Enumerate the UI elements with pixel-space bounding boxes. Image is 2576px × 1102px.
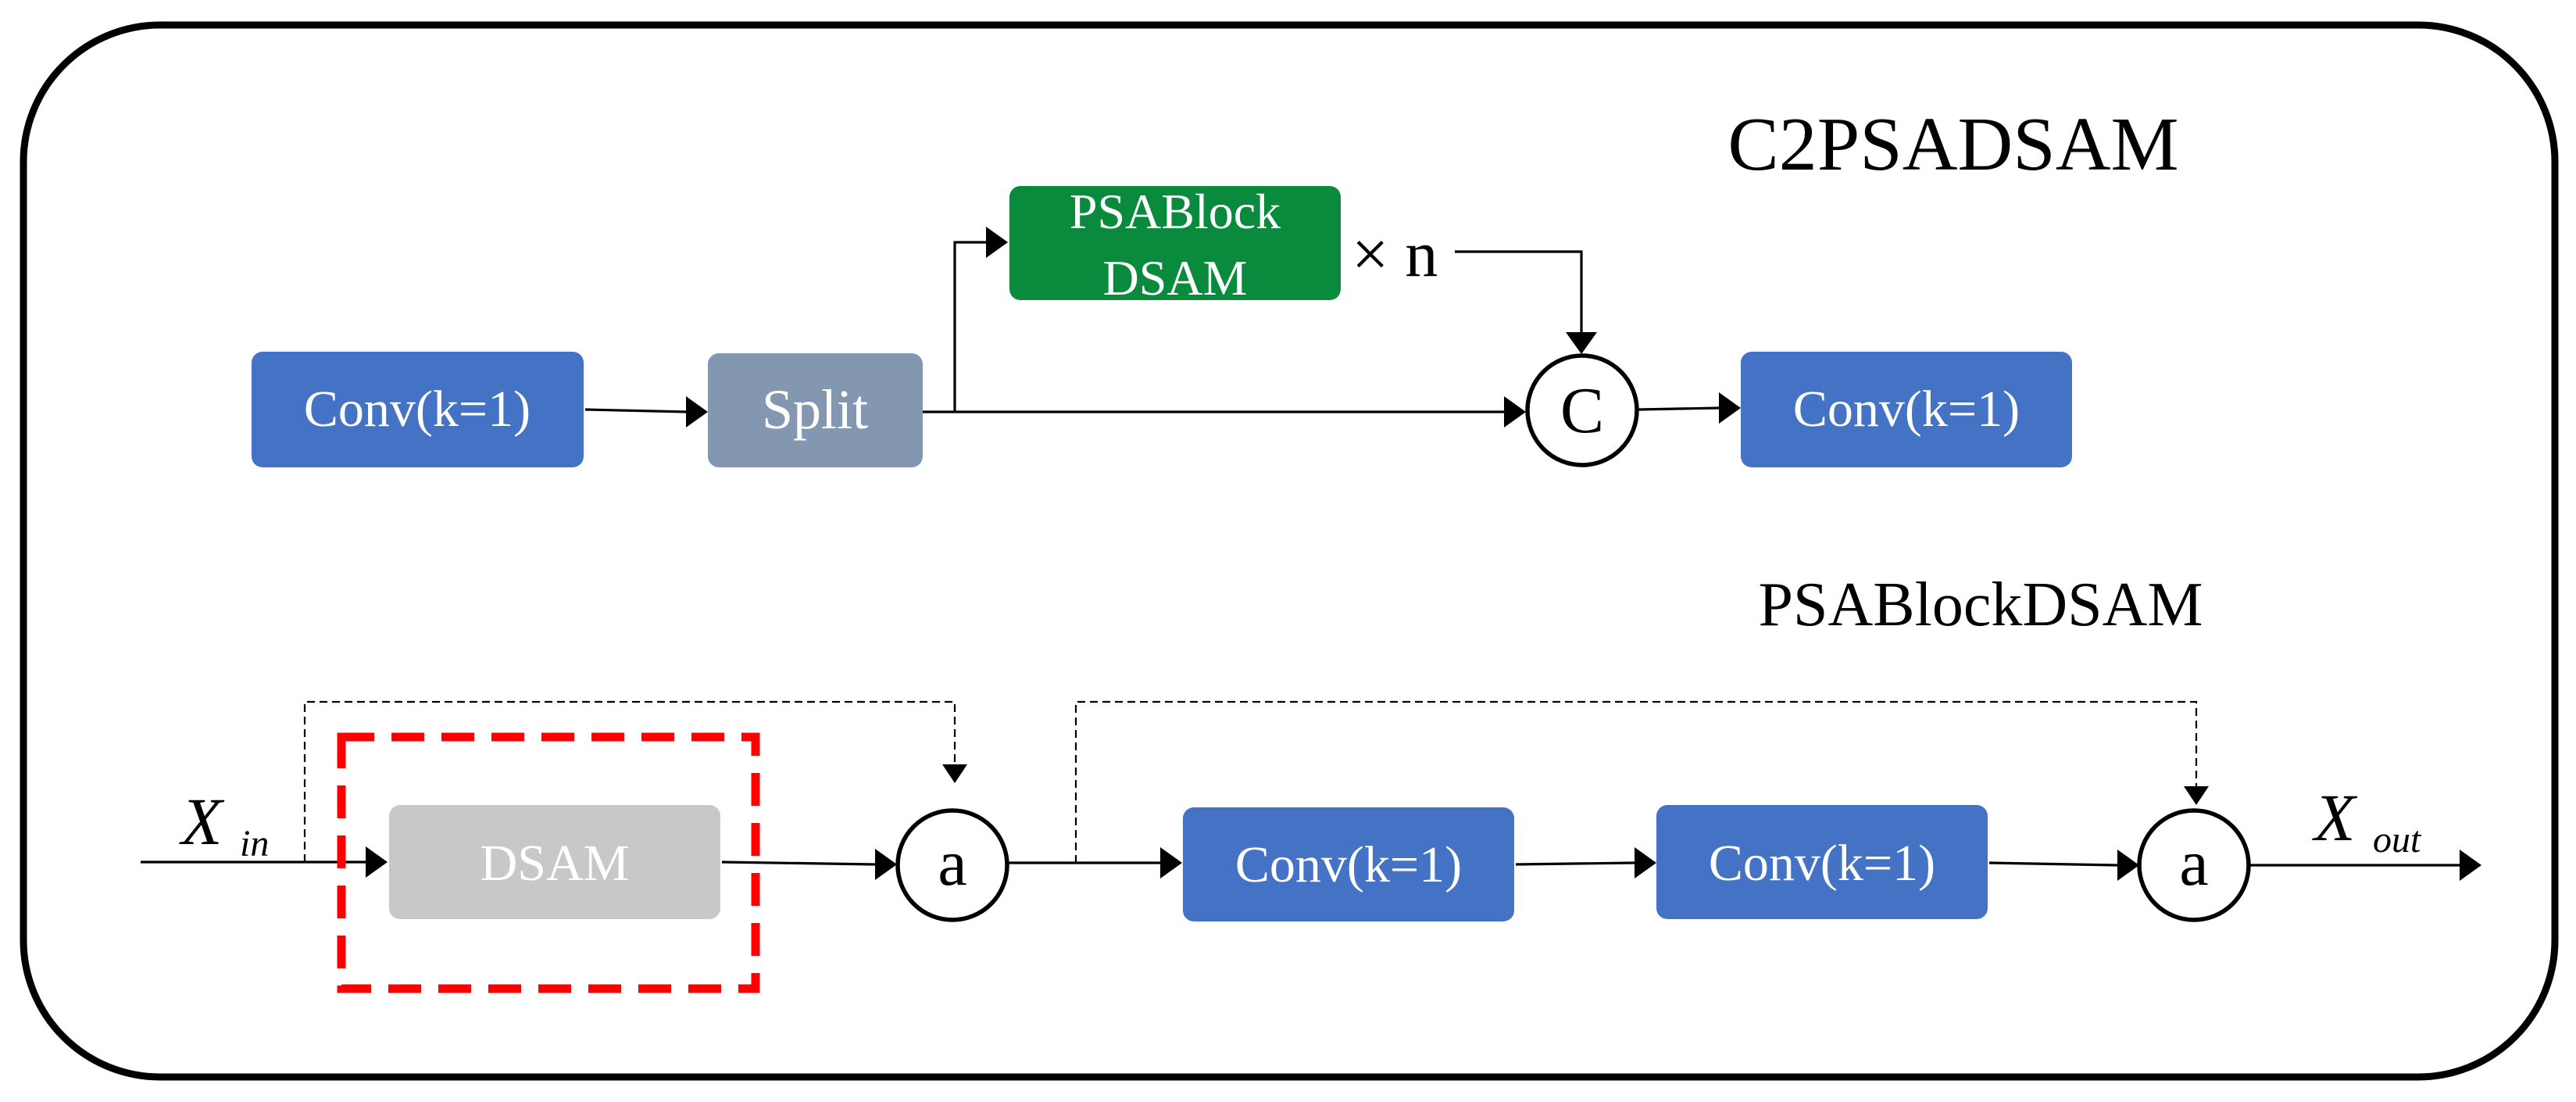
arrowhead-concat-convout	[1719, 392, 1741, 424]
arrowhead-output	[2460, 850, 2481, 881]
edge-conv2-add2	[1988, 861, 2118, 867]
input-symbol: X	[179, 784, 225, 859]
dsam-highlight-box	[337, 732, 760, 993]
edge-concat-convout	[1638, 406, 1720, 411]
residual-skip-2	[1074, 700, 2198, 863]
arrowhead-conv1-conv2	[1635, 847, 1656, 878]
residual-skip-1	[303, 700, 956, 862]
conv-out-block: Conv(k=1)	[1741, 352, 2072, 467]
dsam-label: DSAM	[481, 835, 630, 892]
edge-split-psablock	[953, 241, 986, 412]
repeat-label: × n	[1352, 218, 1438, 291]
conv2-block: Conv(k=1)	[1656, 805, 1988, 919]
output-label: X out	[2312, 780, 2422, 860]
arrowhead-dsam-add1	[875, 849, 897, 880]
edge-psablock-concat	[1455, 250, 1583, 335]
edge-dsam-add1	[721, 860, 876, 866]
arrowhead-skip-2	[2184, 786, 2209, 805]
edge-conv-split	[584, 408, 688, 413]
conv-out-label: Conv(k=1)	[1793, 381, 2020, 438]
conv1-label: Conv(k=1)	[1235, 836, 1462, 893]
conv-in-label: Conv(k=1)	[304, 381, 531, 438]
dsam-block: DSAM	[389, 805, 720, 919]
psablock-label-line2: DSAM	[1103, 250, 1248, 306]
add2-label: a	[2179, 827, 2208, 900]
arrowhead-split-concat	[1504, 396, 1526, 428]
output-subscript: out	[2373, 819, 2422, 860]
edge-conv1-conv2	[1515, 861, 1635, 866]
psablock-label-line1: PSABlock	[1070, 184, 1281, 239]
concat-label: C	[1560, 374, 1604, 447]
arrowhead-skip-1	[942, 764, 967, 783]
arrowhead-conv-split	[686, 396, 708, 428]
psablock-dsam-block: PSABlock DSAM	[1009, 184, 1341, 306]
split-block: Split	[708, 353, 923, 467]
arrowhead-psablock-concat	[1566, 332, 1597, 354]
arrowhead-input-dsam	[366, 846, 388, 878]
input-label: X in	[179, 784, 269, 864]
add-node-2: a	[2137, 808, 2251, 922]
c2psadsam-title: C2PSADSAM	[1727, 102, 2178, 187]
arrowhead-add1-conv1	[1160, 847, 1182, 878]
concat-node: C	[1525, 353, 1639, 467]
add-node-1: a	[895, 808, 1009, 922]
input-subscript: in	[240, 823, 269, 864]
output-symbol: X	[2312, 780, 2358, 855]
split-label: Split	[762, 378, 868, 441]
conv2-label: Conv(k=1)	[1709, 835, 1935, 892]
arrowhead-conv2-add2	[2117, 850, 2139, 881]
conv1-block: Conv(k=1)	[1183, 807, 1514, 921]
conv-in-block: Conv(k=1)	[252, 352, 584, 467]
add1-label: a	[938, 827, 966, 900]
psablockdsam-title: PSABlockDSAM	[1758, 571, 2203, 639]
arrowhead-split-psablock	[986, 227, 1008, 258]
